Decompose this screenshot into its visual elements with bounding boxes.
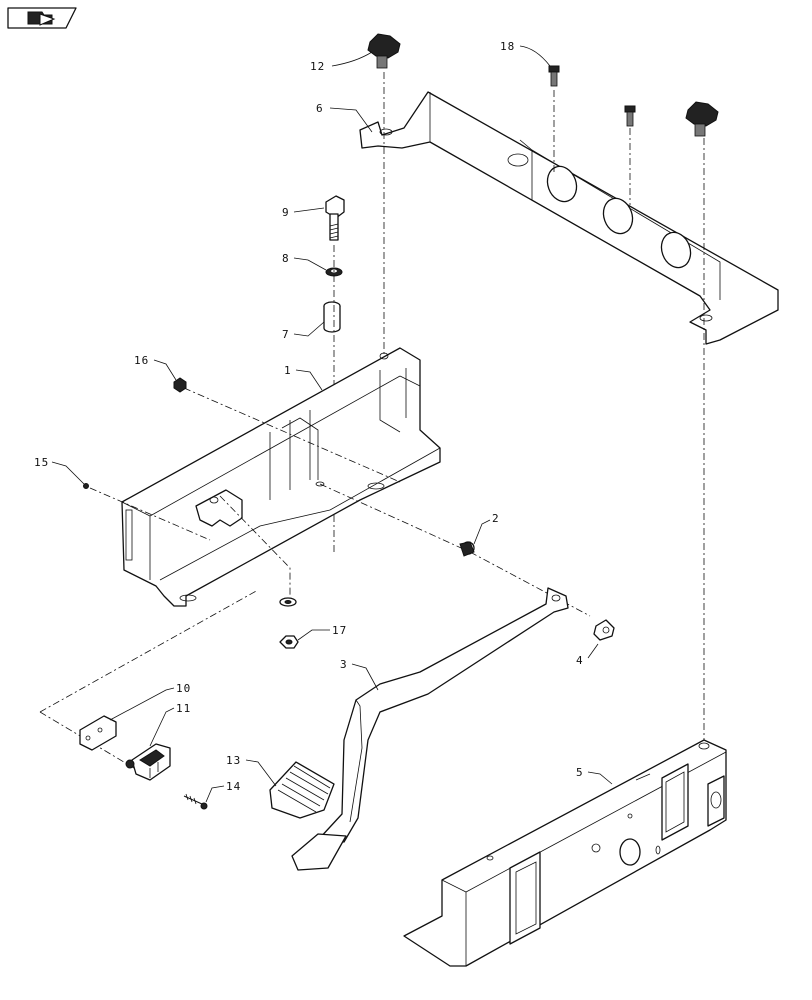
part-16-nut [173, 377, 187, 393]
leader-14 [205, 785, 225, 803]
leader-6 [329, 107, 373, 133]
callout-16: 16 [134, 354, 149, 367]
callout-9: 9 [282, 206, 290, 219]
callout-17: 17 [332, 624, 347, 637]
leader-12 [331, 51, 373, 67]
part-2-bushing [459, 541, 475, 557]
part-4-pivot-pin [593, 619, 615, 641]
part-15-pin [83, 483, 89, 489]
part-10-plate [79, 715, 117, 751]
callout-10: 10 [176, 682, 191, 695]
arrow-folder-icon[interactable] [7, 7, 77, 29]
leader-17 [297, 629, 330, 641]
part-12-knob-second [685, 101, 719, 137]
leader-5 [587, 771, 613, 785]
leader-10 [109, 687, 175, 721]
leader-13 [245, 759, 277, 787]
leader-1 [295, 369, 323, 391]
leader-4 [587, 643, 599, 659]
leader-11 [149, 707, 175, 747]
callout-4: 4 [576, 654, 584, 667]
part-17-washer [279, 597, 297, 607]
callout-11: 11 [176, 702, 191, 715]
callout-15: 15 [34, 456, 49, 469]
part-13-pedal-pad [269, 761, 347, 871]
part-9-bolt [325, 195, 345, 241]
callout-2: 2 [492, 512, 500, 525]
part-18-bolt-second [624, 105, 636, 127]
callout-1: 1 [284, 364, 292, 377]
part-17-nut [279, 635, 299, 649]
part-3-pedal-arm [317, 587, 569, 843]
part-12-knob [367, 33, 401, 69]
callout-5: 5 [576, 766, 584, 779]
part-6-upper-bracket [359, 91, 779, 345]
leader-7 [293, 321, 325, 337]
part-7-spacer [323, 301, 341, 333]
callout-6: 6 [316, 102, 324, 115]
part-14-screw [183, 793, 208, 810]
leader-3 [351, 663, 379, 691]
part-1-main-bracket [121, 347, 441, 607]
callout-13: 13 [226, 754, 241, 767]
leader-16 [153, 359, 177, 381]
callout-12: 12 [310, 60, 325, 73]
callout-3: 3 [340, 658, 348, 671]
part-11-switch [125, 743, 171, 781]
leader-8 [293, 257, 327, 271]
callout-8: 8 [282, 252, 290, 265]
leader-9 [293, 207, 325, 213]
part-18-bolt [548, 65, 560, 87]
leader-15 [51, 461, 85, 485]
leader-18 [519, 45, 551, 67]
part-5-lower-bracket [403, 739, 727, 967]
callout-14: 14 [226, 780, 241, 793]
callout-7: 7 [282, 328, 290, 341]
leader-2 [473, 519, 491, 545]
callout-18: 18 [500, 40, 515, 53]
